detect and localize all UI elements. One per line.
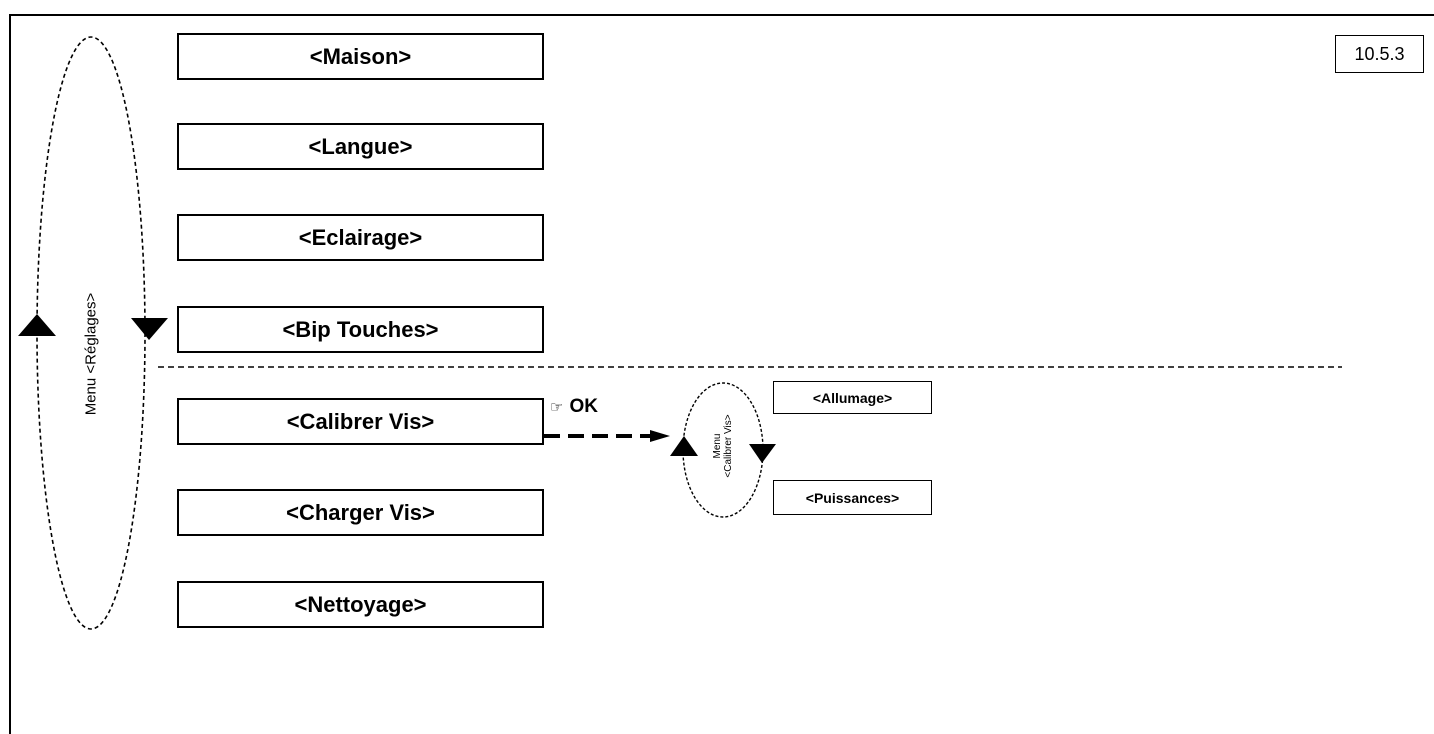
diagram-frame [9, 14, 1434, 734]
transition-arrowhead-icon [650, 430, 670, 442]
sub-menu-label-line2: <Calibrer Vis> [723, 414, 734, 478]
ok-key-label: OK [569, 396, 598, 417]
sub-menu-label-line1: Menu [712, 433, 723, 459]
main-menu-label: Menu <Réglages> [82, 292, 100, 416]
sub-menu-label: Menu <Calibrer Vis> [712, 414, 734, 477]
menu-item-eclairage[interactable]: <Eclairage> [177, 214, 544, 261]
menu-item-langue[interactable]: <Langue> [177, 123, 544, 170]
sub-scroll-down-arrow-icon [749, 444, 776, 463]
sub-scroll-up-arrow-icon [670, 436, 698, 456]
scroll-up-arrow-icon [18, 314, 56, 336]
scroll-down-arrow-icon [131, 318, 168, 340]
menu-item-charger-vis[interactable]: <Charger Vis> [177, 489, 544, 536]
menu-item-calibrer-vis[interactable]: <Calibrer Vis> [177, 398, 544, 445]
page-reference: 10.5.3 [1335, 35, 1424, 73]
pointing-hand-icon: ☞ [550, 399, 564, 416]
ok-key-hint: ☞ OK [550, 396, 598, 418]
sub-item-puissances[interactable]: <Puissances> [773, 480, 932, 515]
sub-item-allumage[interactable]: <Allumage> [773, 381, 932, 414]
menu-item-nettoyage[interactable]: <Nettoyage> [177, 581, 544, 628]
menu-item-bip-touches[interactable]: <Bip Touches> [177, 306, 544, 353]
menu-item-maison[interactable]: <Maison> [177, 33, 544, 80]
